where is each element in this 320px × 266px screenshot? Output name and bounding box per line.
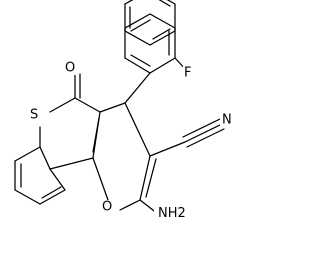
structure-canvas: F O S O: [14, 0, 232, 221]
nitrile-triple-bond-2: [186, 128, 225, 148]
benzo-ring: [14, 146, 66, 205]
sulfur-label: S: [30, 108, 38, 123]
carbonyl-oxygen-label: O: [65, 61, 75, 76]
amino-label: NH2: [158, 206, 186, 221]
pyran-ring: [92, 102, 157, 211]
pyran-oxygen-label: O: [102, 200, 112, 215]
nitrile-triple-bond-1: [184, 123, 223, 143]
molecule-drawing: F O S O: [14, 0, 232, 221]
fluorophenyl-ring: [124, 0, 176, 46]
thiopyranone-ring: [39, 97, 101, 170]
phenyl-ring: [124, 13, 176, 74]
aryl-c4-bond: [124, 72, 151, 104]
fluorine-label: F: [184, 66, 191, 81]
nitrile-carbon-bond: [149, 141, 186, 157]
amino-text: NH2: [158, 206, 186, 221]
nitrile-triple-bond-3: [182, 118, 221, 138]
nitrile-nitrogen-label: N: [222, 113, 232, 128]
